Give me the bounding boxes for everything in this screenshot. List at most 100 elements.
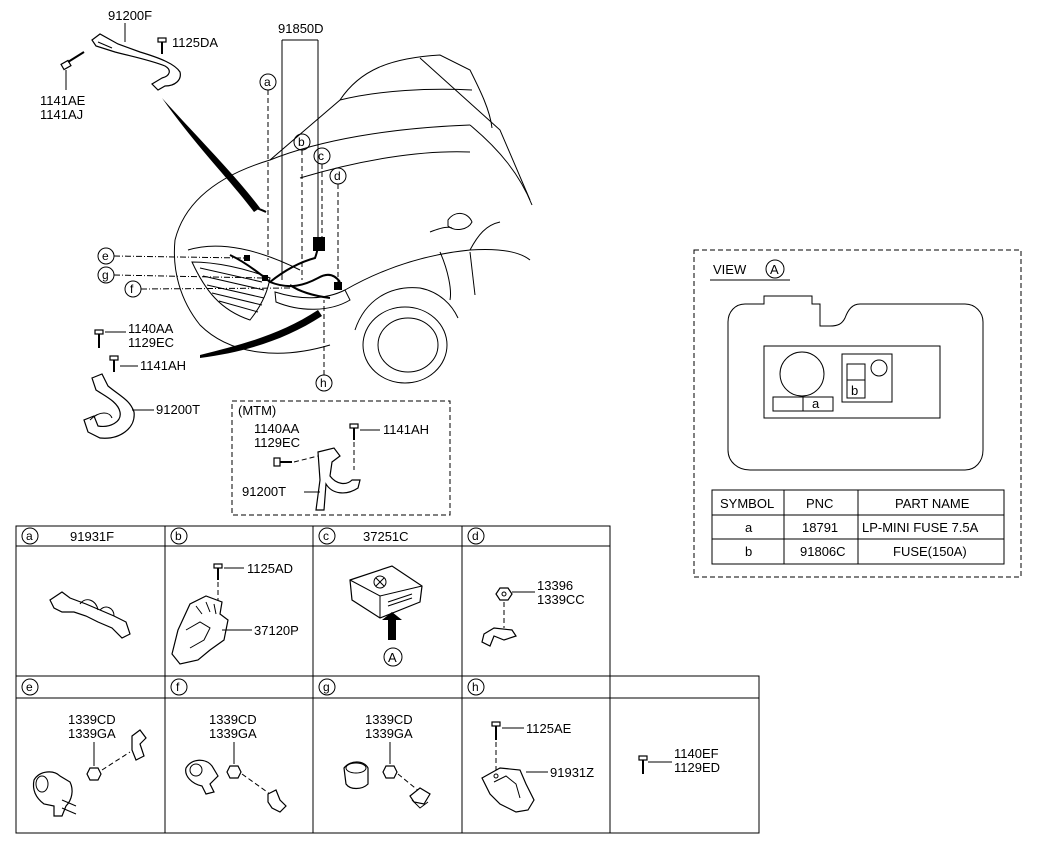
view-a-marker	[383, 647, 403, 667]
svg-text:c: c	[318, 149, 324, 163]
cell-header-e: e	[21, 678, 39, 696]
bolt-1141AH	[109, 355, 119, 372]
part-1339GA: 1339GA	[365, 726, 413, 741]
mtm-part-1140AA: 1140AA	[254, 421, 300, 436]
part-1141AH: 1141AH	[140, 358, 186, 373]
part-1125DA: 1125DA	[172, 35, 218, 50]
svg-text:g: g	[323, 680, 330, 694]
svg-text:g: g	[102, 268, 109, 282]
bolt-1140EF	[638, 755, 672, 774]
bolt-1125AE	[491, 721, 524, 772]
part-13396: 13396	[537, 578, 573, 593]
table-cell-pnc: 91806C	[800, 544, 846, 559]
svg-text:f: f	[176, 680, 180, 694]
part-1339GA: 1339GA	[209, 726, 257, 741]
table-header-pnc: PNC	[806, 496, 833, 511]
part-37120P: 37120P	[254, 623, 299, 638]
part-1339GA: 1339GA	[68, 726, 116, 741]
part-1140AA: 1140AA	[128, 321, 174, 336]
cell-header-h: h	[467, 678, 485, 696]
part-1129ED: 1129ED	[674, 760, 720, 775]
part-1125AE: 1125AE	[526, 721, 572, 736]
part-1339CD: 1339CD	[68, 712, 116, 727]
fuse-table	[711, 489, 1005, 565]
car-illustration	[173, 54, 533, 384]
part-91200F: 91200F	[108, 8, 152, 23]
table-cell-part-name: LP-MINI FUSE 7.5A	[862, 520, 979, 535]
callout-e: e	[97, 247, 245, 265]
svg-text:d: d	[334, 169, 341, 183]
clip-e	[32, 729, 147, 817]
fuse-box-37251C	[349, 565, 423, 619]
svg-text:e: e	[102, 249, 109, 263]
mtm-bolt-1141AH	[349, 423, 380, 470]
mtm-part-1129EC: 1129EC	[254, 435, 300, 450]
table-header-part-name: PART NAME	[895, 496, 970, 511]
bracket-37120P	[171, 595, 229, 665]
svg-text:b: b	[298, 135, 305, 149]
leader-arrow-bottom	[200, 310, 322, 358]
bolt-1125AD	[213, 563, 244, 606]
view-a-box	[693, 249, 1022, 578]
cell-header-c: c 37251C	[318, 527, 409, 545]
part-1141AE: 1141AE	[40, 93, 86, 108]
wiring-harness	[229, 204, 342, 299]
bracket-91931Z	[481, 767, 535, 813]
part-1129EC: 1129EC	[128, 335, 174, 350]
callout-d: d	[329, 167, 347, 282]
cell-header-g: g	[318, 678, 336, 696]
part-91931Z: 91931Z	[550, 765, 594, 780]
leader-arrow-top	[162, 98, 260, 212]
svg-text:a: a	[26, 529, 33, 543]
part-1339CC: 1339CC	[537, 592, 585, 607]
part-1339CD: 1339CD	[365, 712, 413, 727]
nut-13396	[481, 587, 535, 647]
view-title: VIEW	[713, 262, 747, 277]
part-1140EF: 1140EF	[674, 746, 719, 761]
clip-g	[343, 761, 431, 809]
cell-header-f: f	[170, 678, 188, 696]
svg-text:f: f	[130, 282, 134, 296]
svg-text:e: e	[26, 680, 33, 694]
view-letter: A	[770, 262, 779, 277]
svg-text:c: c	[323, 529, 329, 543]
detail-grid	[15, 525, 760, 834]
mtm-box	[231, 400, 451, 516]
svg-text:d: d	[472, 529, 479, 543]
bolt-1140AA	[94, 329, 104, 348]
bracket-91931F	[49, 591, 131, 639]
fuse-box-drawing	[727, 295, 984, 471]
part-91850D: 91850D	[278, 21, 324, 36]
clip-f	[185, 759, 287, 813]
view-arrow	[382, 612, 402, 640]
callout-h: h	[315, 300, 333, 392]
mtm-part-1141AH: 1141AH	[383, 422, 429, 437]
cell-header-d: d	[467, 527, 485, 545]
table-cell-pnc: 18791	[802, 520, 838, 535]
table-cell-symbol: a	[745, 520, 753, 535]
mtm-cable-91200T	[315, 447, 361, 511]
callout-b: b	[293, 133, 311, 280]
mtm-title: (MTM)	[238, 403, 276, 418]
cable-91200T	[83, 373, 135, 439]
svg-text:h: h	[472, 680, 479, 694]
callout-a: a	[259, 73, 277, 260]
cell-header-b: b	[170, 527, 188, 545]
cable-91200F	[91, 33, 181, 91]
bolt-1141AE	[60, 51, 85, 71]
callout-g: g	[97, 266, 265, 284]
table-cell-symbol: b	[745, 544, 752, 559]
svg-text:a: a	[264, 75, 271, 89]
fuse-label-b: b	[851, 383, 858, 398]
part-91200T: 91200T	[156, 402, 200, 417]
harness-callout-bracket	[281, 39, 319, 280]
cell-header-a: a 91931F	[21, 527, 114, 545]
table-header-symbol: SYMBOL	[720, 496, 774, 511]
cell-pnc-91931F: 91931F	[70, 529, 114, 544]
table-cell-part-name: FUSE(150A)	[893, 544, 967, 559]
svg-text:h: h	[320, 376, 327, 390]
mtm-bolt-1140AA	[273, 454, 323, 467]
part-1125AD: 1125AD	[247, 561, 293, 576]
part-1339CD: 1339CD	[209, 712, 257, 727]
